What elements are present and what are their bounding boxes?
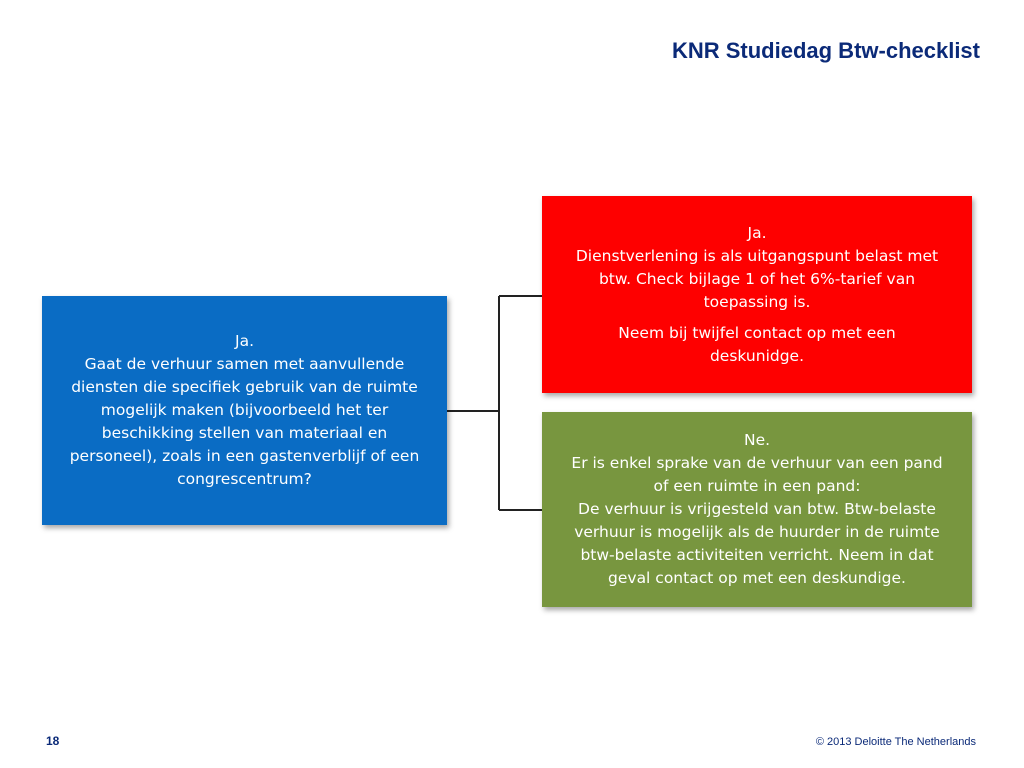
copyright-notice: © 2013 Deloitte The Netherlands <box>815 736 976 748</box>
question-box-heading: Ja. <box>235 332 254 350</box>
yes-box-text: Dienstverlening is als uitgangspunt bela… <box>575 246 939 311</box>
question-box: Ja. Gaat de verhuur samen met aanvullend… <box>42 296 447 525</box>
question-box-text: Gaat de verhuur samen met aanvullende di… <box>69 355 420 488</box>
page-title: KNR Studiedag Btw-checklist <box>671 38 980 63</box>
yes-box-heading: Ja. <box>747 223 767 242</box>
yes-box-note: Neem bij twijfel contact op met een desk… <box>618 323 896 365</box>
page-number: 18 <box>46 734 60 748</box>
no-box-text: Er is enkel sprake van de verhuur van ee… <box>571 454 943 587</box>
no-box: Ne. Er is enkel sprake van de verhuur va… <box>542 412 972 607</box>
yes-box: Ja. Dienstverlening is als uitgangspunt … <box>542 196 972 393</box>
no-box-heading: Ne. <box>743 431 771 449</box>
